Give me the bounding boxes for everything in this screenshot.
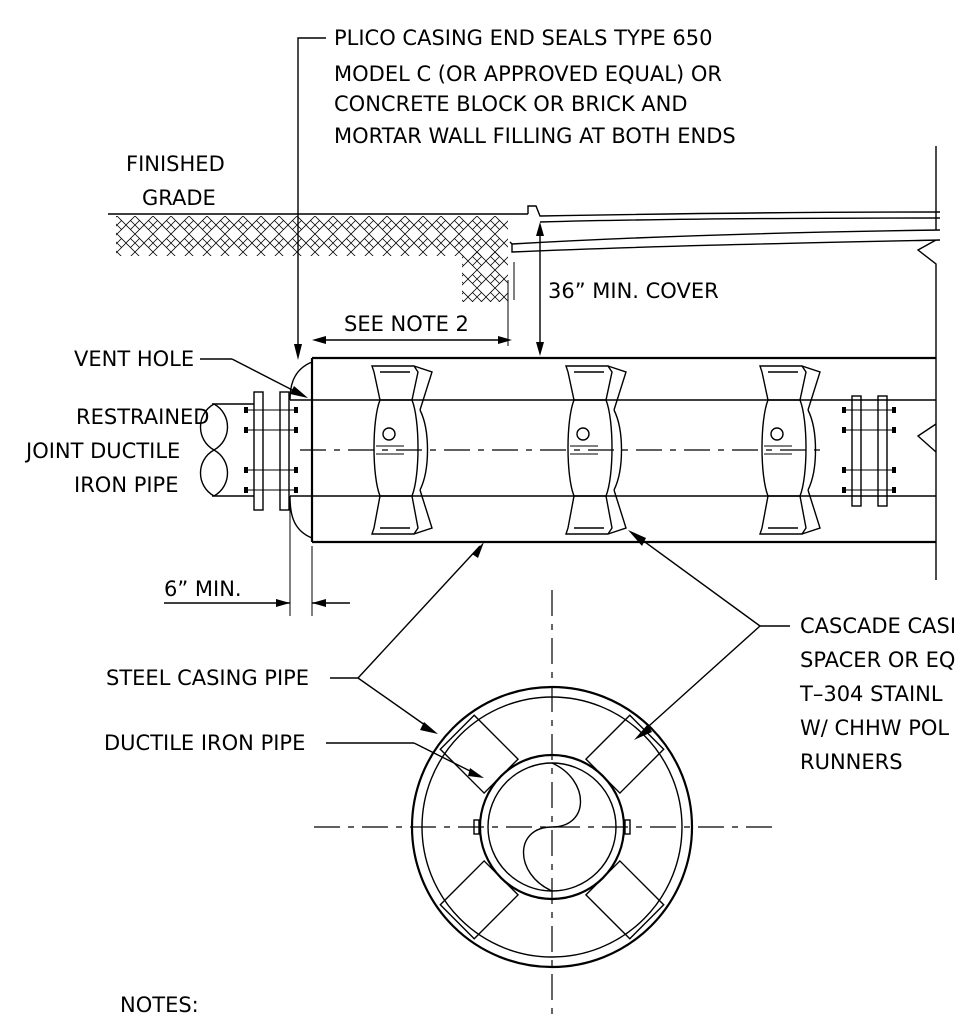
casing-spacer-2: [565, 365, 627, 535]
see-note-label: SEE NOTE 2: [344, 312, 469, 336]
restrained-line-2: JOINT DUCTILE: [24, 439, 180, 463]
road-surface: [509, 146, 941, 580]
ductile-iron-label: DUCTILE IRON PIPE: [104, 731, 305, 755]
ground-soil: [108, 213, 528, 302]
see-note-dimension: SEE NOTE 2: [312, 280, 512, 346]
six-min-label: 6” MIN.: [164, 577, 242, 601]
casing-spacer-1: [371, 365, 433, 535]
six-inch-min-dimension: 6” MIN.: [164, 500, 350, 616]
cascade-line-3: T–304 STAINL: [799, 682, 943, 706]
end-seal-label: PLICO CASING END SEALS TYPE 650 MODEL C …: [334, 26, 736, 148]
vent-hole-callout: VENT HOLE: [74, 347, 308, 398]
restrained-joint-left: [244, 391, 298, 511]
end-seal-line-3: CONCRETE BLOCK OR BRICK AND: [334, 92, 688, 116]
cascade-line-5: RUNNERS: [800, 750, 903, 774]
end-seal-line-4: MORTAR WALL FILLING AT BOTH ENDS: [334, 124, 736, 148]
min-cover-label: 36” MIN. COVER: [548, 279, 719, 303]
end-seal-line-1: PLICO CASING END SEALS TYPE 650: [334, 26, 712, 50]
finished-grade-label: FINISHED GRADE: [126, 152, 225, 210]
restrained-pipe-label: RESTRAINED JOINT DUCTILE IRON PIPE: [24, 405, 209, 497]
steel-casing-callout: STEEL CASING PIPE: [106, 542, 484, 734]
cascade-line-2: SPACER OR EQ: [800, 648, 955, 672]
finished-grade-line-2: GRADE: [142, 186, 216, 210]
cascade-spacer-callout: CASCADE CASI SPACER OR EQ T–304 STAINL W…: [628, 530, 956, 774]
vent-hole-label: VENT HOLE: [74, 347, 194, 371]
cover-dimension: 36” MIN. COVER: [536, 222, 719, 356]
cascade-line-4: W/ CHHW POL: [800, 716, 949, 740]
ductile-iron-callout: DUCTILE IRON PIPE: [104, 731, 484, 778]
cross-section: [314, 590, 780, 1018]
finished-grade-line-1: FINISHED: [126, 152, 225, 176]
end-seal-leader: [294, 37, 326, 360]
notes-heading: NOTES:: [120, 993, 199, 1017]
steel-casing-label: STEEL CASING PIPE: [106, 666, 309, 690]
steel-casing-elevation: [289, 356, 936, 544]
end-seal-line-2: MODEL C (OR APPROVED EQUAL) OR: [334, 62, 722, 86]
casing-spacer-3: [759, 365, 821, 535]
restrained-line-1: RESTRAINED: [76, 405, 209, 429]
restrained-joint-right: [842, 395, 896, 507]
restrained-line-3: IRON PIPE: [74, 473, 179, 497]
cascade-line-1: CASCADE CASI: [800, 614, 956, 638]
ductile-pipe-break: [199, 403, 254, 497]
